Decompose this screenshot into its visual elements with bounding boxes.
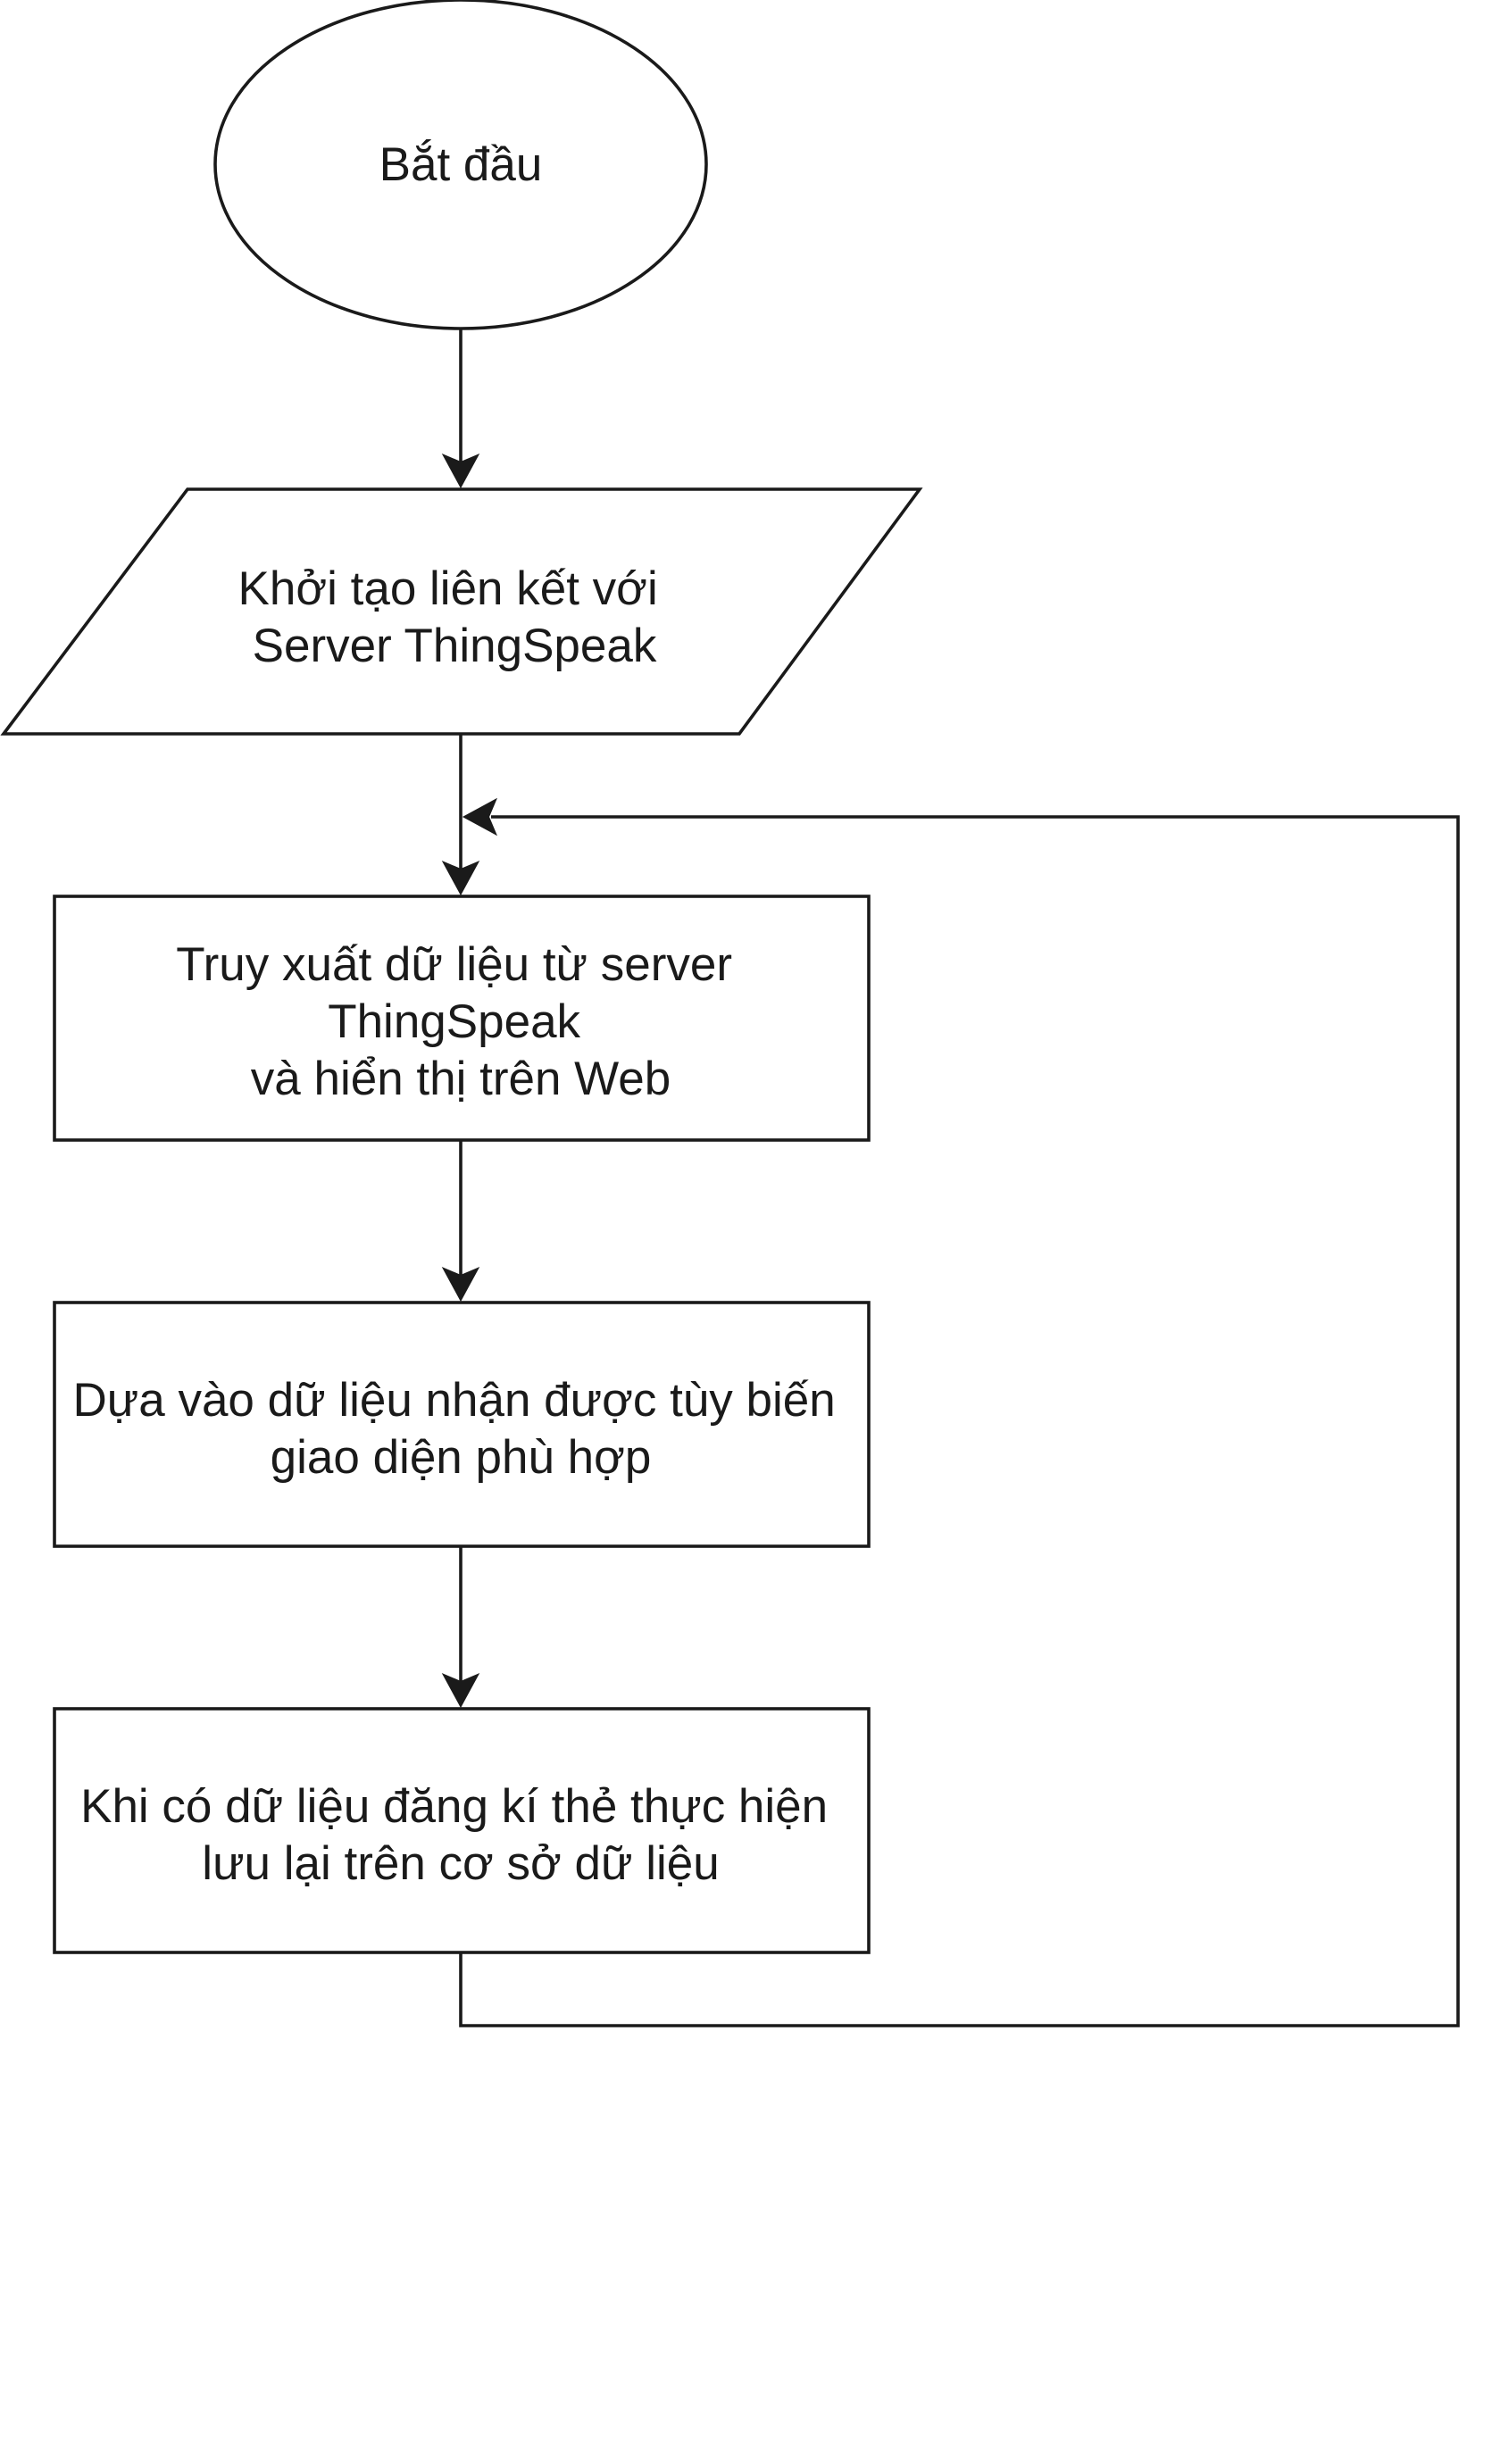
node-save: Khi có dữ liệu đăng kí thẻ thực hiện lưu… — [53, 1707, 871, 1954]
arrowhead-customize-to-save — [441, 1672, 480, 1709]
arrowhead-retrieve-to-customize — [441, 1266, 480, 1303]
arrowhead-start-to-init — [441, 453, 480, 489]
flowchart-edges — [441, 329, 1460, 2027]
node-retrieve: Truy xuất dữ liệu từ server ThingSpeak v… — [53, 895, 871, 1142]
edge-save-loop-back — [459, 815, 1460, 2027]
save-process-box — [53, 1707, 871, 1954]
node-customize: Dựa vào dữ liệu nhận được tùy biến giao … — [53, 1301, 871, 1548]
init-io-parallelogram — [0, 487, 923, 736]
start-terminator — [213, 0, 708, 330]
customize-label: Dựa vào dữ liệu nhận được tùy biến giao … — [73, 1374, 849, 1484]
arrowhead-loop-back — [462, 797, 498, 837]
arrowhead-init-to-retrieve — [441, 860, 480, 896]
retrieve-process-box — [53, 895, 871, 1142]
save-label: Khi có dữ liệu đăng kí thẻ thực hiện lưu… — [80, 1780, 841, 1890]
customize-process-box — [53, 1301, 871, 1548]
node-init: Khởi tạo liên kết với Server ThingSpeak — [0, 487, 923, 736]
init-label: Khởi tạo liên kết với Server ThingSpeak — [238, 562, 671, 672]
start-label: Bắt đầu — [379, 138, 543, 191]
retrieve-label: Truy xuất dữ liệu từ server ThingSpeak v… — [176, 938, 745, 1105]
node-start: Bắt đầu — [213, 0, 708, 330]
